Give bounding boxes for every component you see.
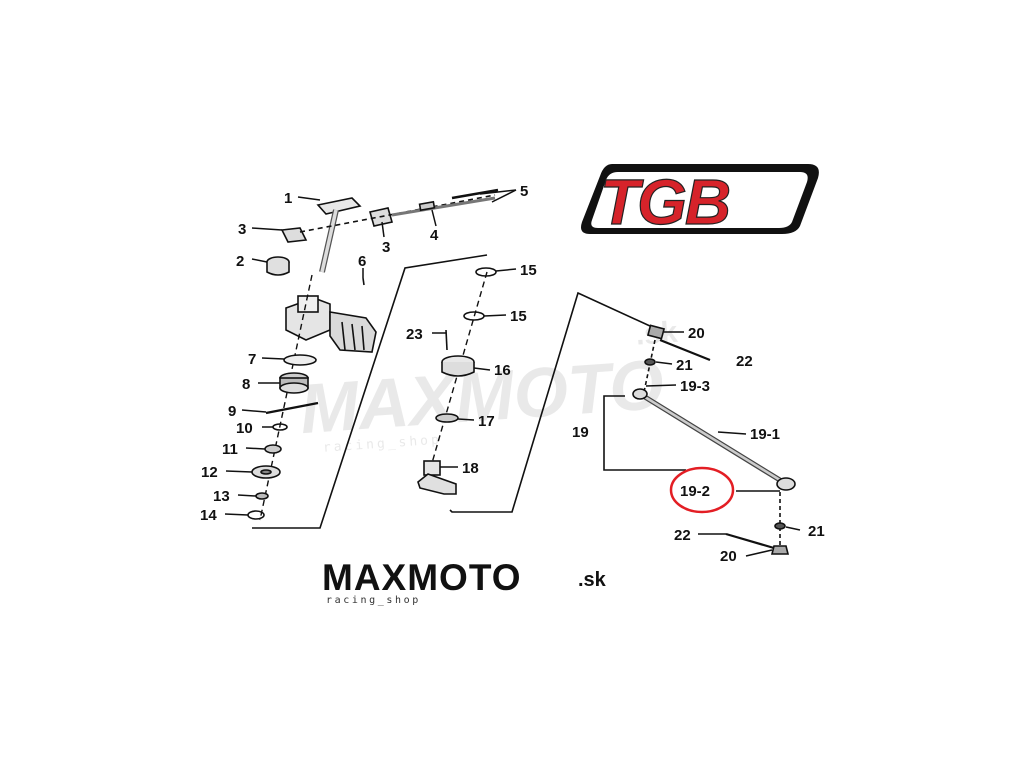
callout-18: 18 xyxy=(462,460,479,477)
callout-21-bottom: 21 xyxy=(808,523,825,540)
callout-12: 12 xyxy=(201,464,218,481)
callout-14: 14 xyxy=(200,507,217,524)
callout-21-top: 21 xyxy=(676,357,693,374)
callout-17: 17 xyxy=(478,413,495,430)
callout-11: 11 xyxy=(222,441,238,458)
callout-labels: 1 3 2 3 4 5 6 7 8 9 10 11 12 13 14 15 15… xyxy=(200,183,825,565)
tgb-logo-text: TGB xyxy=(600,166,729,238)
callout-2-alt: 3 xyxy=(238,221,246,238)
callout-20-top: 20 xyxy=(688,325,705,342)
callout-1: 1 xyxy=(284,190,292,207)
callout-22-bottom: 22 xyxy=(674,527,691,544)
callout-15: 15 xyxy=(510,308,527,325)
callout-16: 16 xyxy=(494,362,511,379)
pitman-arm-assembly xyxy=(417,267,651,513)
maxmoto-logo-suffix: .sk xyxy=(578,569,607,591)
maxmoto-logo-tagline: racing_shop xyxy=(326,595,421,606)
callout-8: 8 xyxy=(242,376,250,393)
callout-15-top: 15 xyxy=(520,262,537,279)
callout-19-3: 19-3 xyxy=(680,378,710,395)
callout-23: 23 xyxy=(406,326,423,343)
callout-5: 5 xyxy=(520,183,528,200)
tie-rod-assembly xyxy=(603,324,796,555)
callout-4: 4 xyxy=(430,227,439,244)
steering-column-assembly xyxy=(247,188,499,529)
leader-lines xyxy=(224,189,801,557)
maxmoto-logo: MAXMOTO .sk racing_shop xyxy=(322,557,607,606)
callout-2: 2 xyxy=(236,253,244,270)
highlight-circle-19-2 xyxy=(669,466,735,514)
maxmoto-logo-name: MAXMOTO xyxy=(322,557,522,598)
callout-13: 13 xyxy=(213,488,230,505)
tgb-logo: TGB xyxy=(581,164,819,239)
callout-19-1: 19-1 xyxy=(750,426,780,443)
callout-9: 9 xyxy=(228,403,236,420)
callout-10: 10 xyxy=(236,420,253,437)
callout-3: 3 xyxy=(382,239,390,256)
callout-20-bottom: 20 xyxy=(720,548,737,565)
callout-19: 19 xyxy=(572,424,589,441)
callout-22-top: 22 xyxy=(736,353,753,370)
callout-19-2: 19-2 xyxy=(680,483,710,500)
callout-6: 6 xyxy=(358,253,366,270)
callout-7: 7 xyxy=(248,351,256,368)
